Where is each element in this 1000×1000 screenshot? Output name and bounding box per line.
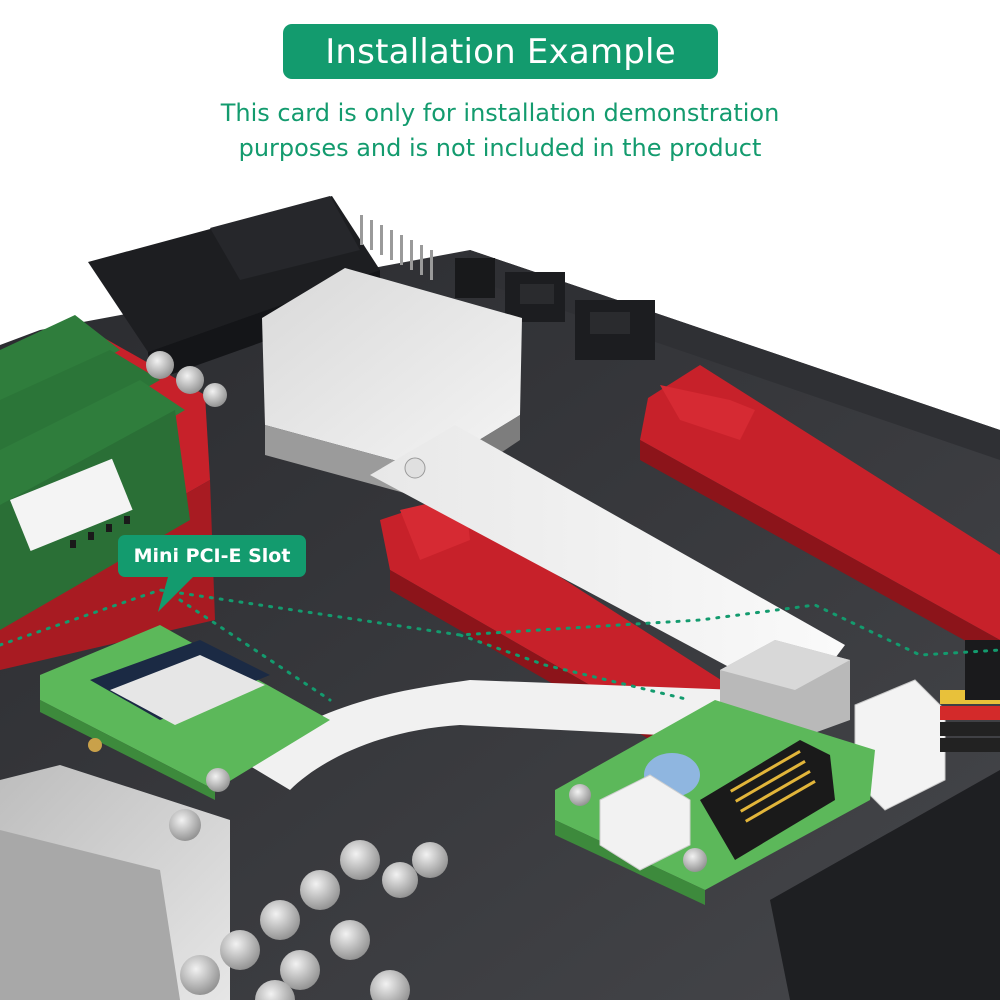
callout-label: Mini PCI-E Slot bbox=[133, 545, 291, 567]
header-connectors bbox=[360, 215, 655, 360]
side-panel bbox=[770, 770, 1000, 1000]
ribbon-cable bbox=[240, 425, 845, 790]
title-banner: Installation Example bbox=[283, 24, 718, 79]
subtitle: This card is only for installation demon… bbox=[150, 96, 850, 166]
pcie-slot-upper bbox=[640, 365, 1000, 660]
ram-modules bbox=[0, 315, 215, 670]
mini-pcie-slot-callout: Mini PCI-E Slot bbox=[118, 535, 306, 577]
dotted-guide-lines bbox=[0, 588, 1000, 702]
page-title: Installation Example bbox=[325, 31, 676, 72]
subtitle-line-2: purposes and is not included in the prod… bbox=[238, 134, 762, 162]
subtitle-line-1: This card is only for installation demon… bbox=[220, 99, 780, 127]
callout-pointer bbox=[158, 570, 200, 612]
pcie-adapter-card bbox=[555, 700, 875, 905]
cpu-socket bbox=[0, 765, 230, 1000]
capacitors bbox=[146, 351, 448, 1000]
mini-pcie-adapter-card bbox=[40, 625, 330, 800]
